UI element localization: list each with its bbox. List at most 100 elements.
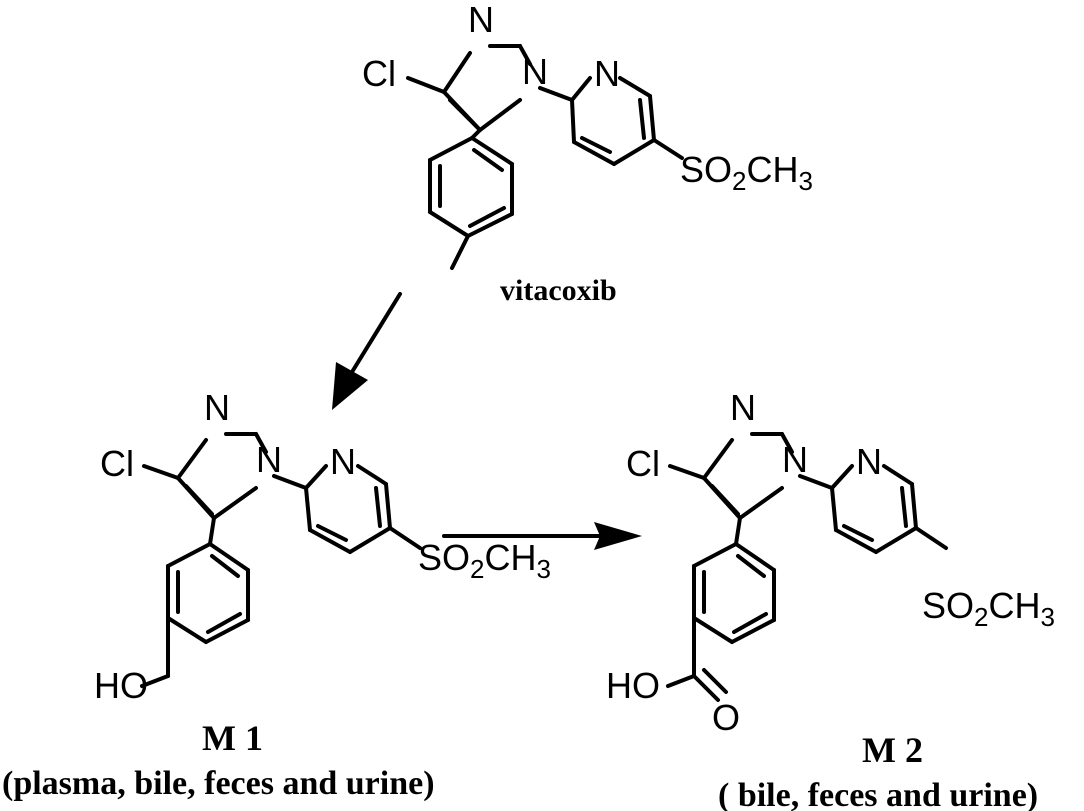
- bond: [882, 464, 914, 486]
- bond: [580, 136, 612, 154]
- bond: [184, 484, 214, 516]
- bond: [308, 528, 352, 554]
- bond: [472, 148, 504, 172]
- bond: [900, 486, 908, 528]
- bond: [834, 528, 878, 554]
- bond: [348, 526, 392, 554]
- bond: [874, 526, 918, 554]
- sulfonyl-group: SO2CH3: [680, 149, 813, 196]
- bond: [316, 524, 348, 542]
- bond: [830, 486, 838, 532]
- bond: [210, 554, 240, 578]
- bond: [780, 432, 794, 454]
- bond: [470, 136, 514, 166]
- vitacoxib-name: vitacoxib: [500, 274, 617, 307]
- bond: [692, 616, 734, 644]
- m1-label: M 1: [202, 718, 263, 758]
- bond: [618, 76, 652, 98]
- bond: [730, 618, 776, 644]
- imidazole-n1-atom: N: [782, 439, 808, 480]
- imidazole-n-atom: N: [204, 387, 230, 428]
- bond: [254, 432, 268, 454]
- imidazole-n1-atom: N: [256, 439, 282, 480]
- hydroxyl-group: HO: [606, 665, 660, 706]
- arrow-head: [594, 522, 642, 550]
- bond: [384, 482, 392, 530]
- sulfonyl-group: SO2CH3: [922, 585, 1055, 632]
- bond: [666, 674, 696, 688]
- carbonyl-oxygen-atom: O: [712, 697, 740, 738]
- arrow-vitacoxib-to-m1: [332, 292, 402, 410]
- imidazole-n1-atom: N: [522, 51, 548, 92]
- bond: [166, 616, 208, 644]
- bond: [738, 486, 784, 520]
- pyridine-n-atom: N: [856, 441, 882, 482]
- imidazole-n-atom: N: [468, 0, 494, 40]
- m2-structure: N N N Cl SO2CH3 HO O M 2 ( bile, feces a…: [606, 387, 1055, 811]
- bond: [732, 612, 768, 634]
- m1-structure: N N N Cl SO2CH3 HO M 1 (plasma, bile, fe…: [2, 387, 551, 802]
- bond: [538, 86, 574, 102]
- bond: [734, 516, 742, 546]
- bond: [166, 542, 212, 568]
- bond: [442, 51, 472, 94]
- bond: [272, 474, 308, 490]
- bond: [736, 554, 766, 578]
- bond: [652, 138, 684, 160]
- bond: [910, 482, 918, 530]
- bond: [204, 618, 250, 644]
- m2-caption: ( bile, feces and urine): [718, 777, 1038, 811]
- bond: [304, 486, 312, 532]
- m2-label: M 2: [862, 730, 923, 770]
- bond: [648, 94, 656, 142]
- m1-caption: (plasma, bile, feces and urine): [2, 765, 435, 802]
- sulfonyl-group: SO2CH3: [418, 537, 551, 584]
- vitacoxib-structure: N N N Cl SO2CH3 vitacoxib: [362, 0, 813, 307]
- hydroxyl-group: HO: [94, 665, 148, 706]
- chloro-atom: Cl: [100, 443, 134, 484]
- bond: [428, 210, 470, 238]
- bond: [702, 668, 728, 694]
- bond: [466, 212, 514, 238]
- bond: [176, 438, 208, 480]
- bond: [212, 486, 258, 520]
- bond: [914, 526, 948, 550]
- bond: [428, 136, 474, 162]
- bond: [612, 138, 656, 166]
- bond: [468, 206, 506, 228]
- bond: [206, 612, 242, 634]
- bond: [798, 474, 834, 490]
- bond: [142, 464, 180, 480]
- bond: [734, 542, 776, 572]
- bond: [638, 98, 646, 140]
- bond: [842, 524, 874, 542]
- bond: [478, 98, 522, 132]
- bond: [702, 438, 734, 480]
- bond: [572, 140, 616, 166]
- bond: [570, 98, 576, 144]
- bond: [388, 526, 422, 550]
- arrow-head: [332, 362, 368, 410]
- bond: [140, 674, 170, 688]
- arrow-shaft: [350, 292, 402, 374]
- imidazole-n-atom: N: [730, 387, 756, 428]
- bond: [304, 464, 328, 490]
- arrow-m1-to-m2: [442, 522, 642, 550]
- pyridine-n-atom: N: [330, 441, 356, 482]
- bond: [208, 542, 250, 572]
- bond: [710, 484, 740, 516]
- bond: [668, 464, 706, 480]
- bond: [450, 234, 470, 270]
- bond: [208, 516, 216, 546]
- bond: [406, 76, 446, 94]
- bond: [570, 76, 592, 102]
- bond: [374, 486, 382, 528]
- bond: [518, 44, 532, 66]
- pyridine-n-atom: N: [594, 53, 620, 94]
- bond: [830, 464, 854, 490]
- bond: [356, 464, 388, 486]
- bond: [692, 674, 720, 702]
- bond: [448, 98, 480, 130]
